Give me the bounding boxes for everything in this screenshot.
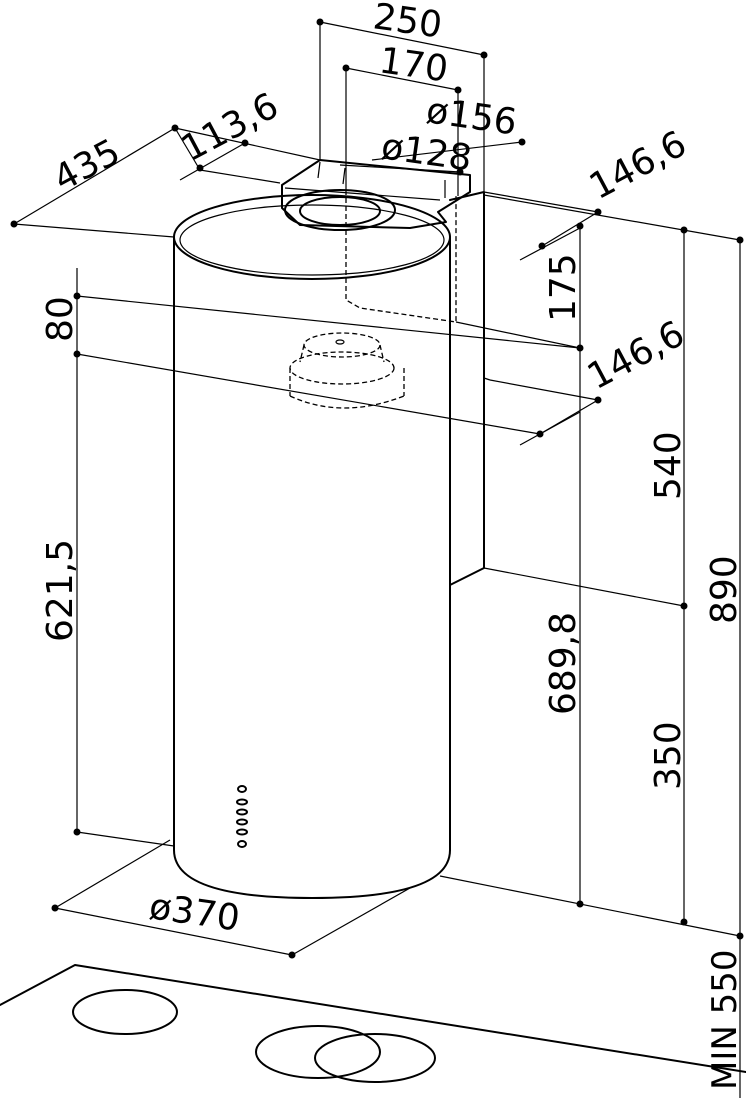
control-buttons [236, 785, 248, 848]
dim-motor-offset: 80 [40, 296, 81, 342]
cooktop [0, 964, 746, 1083]
dim-body-height-right: 689,8 [543, 612, 584, 715]
dim-overall-height: 890 [704, 555, 745, 624]
dim-body-diameter: ø370 [147, 886, 243, 939]
internal-duct-hidden [289, 190, 457, 409]
dim-overall-depth: 435 [47, 131, 127, 199]
dim-chimney-height: 540 [648, 431, 689, 500]
dim-upper-section-height: 175 [543, 253, 584, 322]
hood-body [173, 194, 451, 899]
outlet-plate [281, 159, 471, 231]
dim-lower-section-height: 350 [648, 721, 689, 790]
dim-depth-offset: 113,6 [175, 85, 285, 170]
dim-bracket-offset-mid: 146,6 [581, 313, 691, 398]
dimension-lines [10, 18, 744, 1098]
dim-min-distance: MIN 550 [705, 950, 745, 1091]
mounting-bracket [449, 191, 491, 586]
dim-bracket-offset-top: 146,6 [583, 123, 693, 208]
dim-inner-width: 170 [377, 40, 451, 90]
dim-body-height-left: 621,5 [40, 539, 81, 642]
